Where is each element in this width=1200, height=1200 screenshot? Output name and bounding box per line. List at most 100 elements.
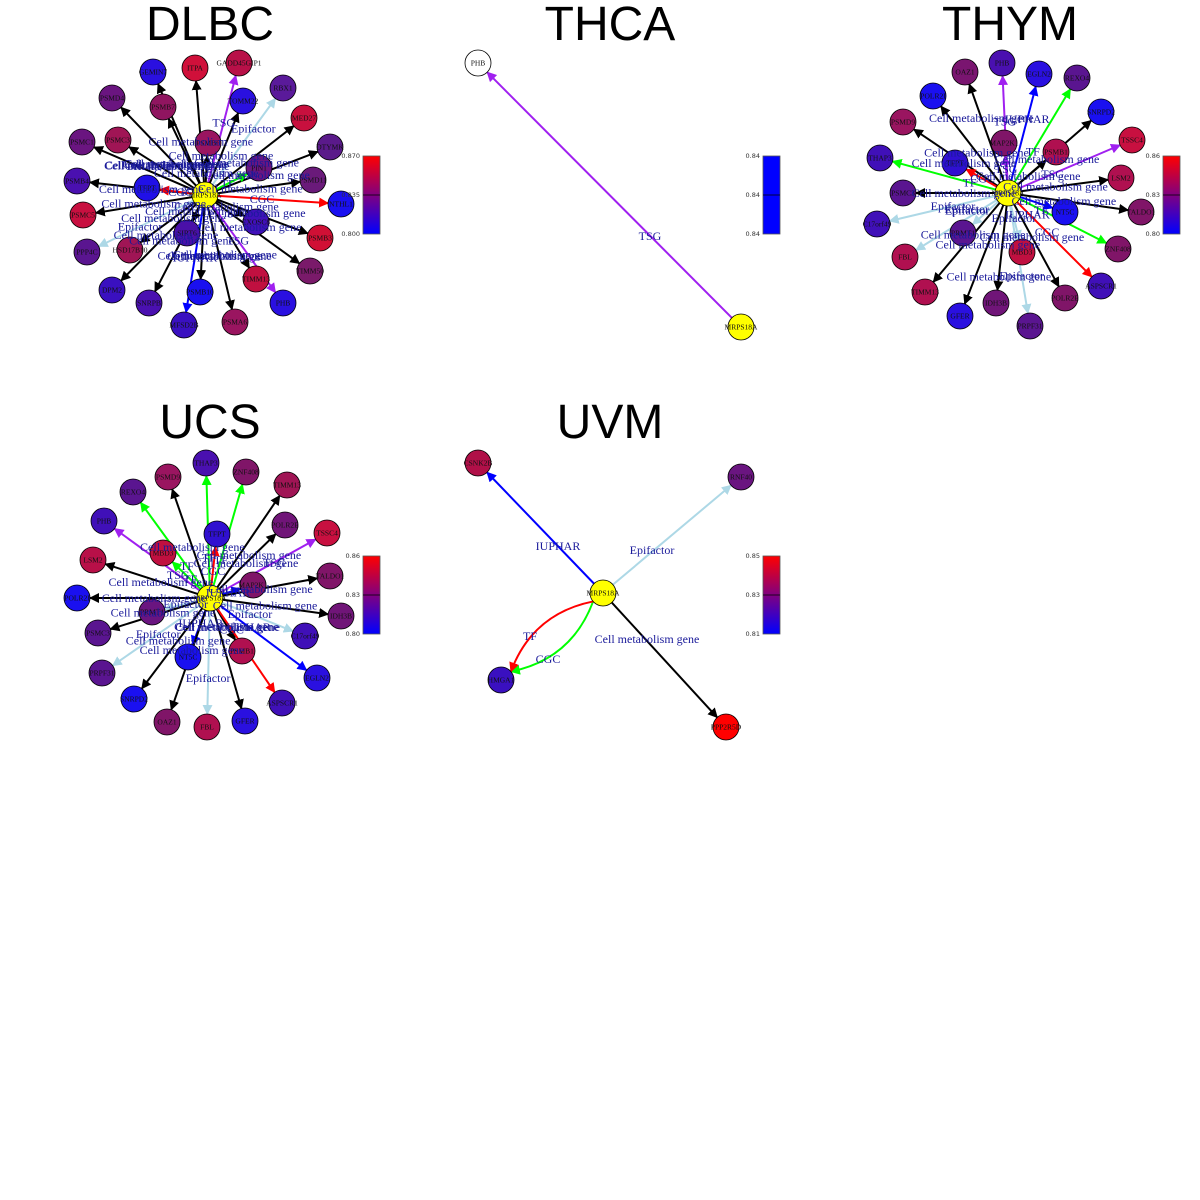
node-rnf40[interactable]: RNF40	[727, 463, 755, 491]
node-c17orf49[interactable]: C17orf49	[291, 622, 320, 650]
node-psmb1[interactable]: PSMB1	[1042, 138, 1070, 166]
node-tfpt[interactable]: TFPT	[203, 520, 231, 548]
node-polr2i[interactable]: POLR2I	[63, 584, 91, 612]
node-psma6[interactable]: PSMA6	[221, 308, 249, 336]
node-tomm22[interactable]: TOMM22	[228, 87, 259, 115]
node-itpa[interactable]: ITPA	[181, 54, 209, 82]
node-psmd4[interactable]: PSMD4	[98, 84, 126, 112]
node-gadd45gip1[interactable]: GADD45GIP1	[217, 49, 262, 77]
node-label: PSMB6	[196, 139, 220, 148]
node-circle	[727, 463, 755, 491]
node-gemin7[interactable]: GEMIN7	[139, 58, 168, 86]
node-psmc5[interactable]: PSMC5	[69, 201, 97, 229]
node-dpm2[interactable]: DPM2	[98, 276, 126, 304]
node-snrpb[interactable]: SNRPB	[135, 289, 163, 317]
center-node[interactable]: MRPS18A	[992, 179, 1026, 207]
node-gfer[interactable]: GFER	[231, 707, 259, 735]
node-psmd9[interactable]: PSMD9	[889, 108, 917, 136]
node-thap3[interactable]: THAP3	[192, 449, 220, 477]
node-timm13[interactable]: TIMM13	[911, 278, 939, 306]
node-prpf31[interactable]: PRPF31	[88, 659, 116, 687]
node-phb[interactable]: PHB	[464, 49, 492, 77]
node-prmt1[interactable]: PRMT1	[138, 598, 166, 626]
node-psmb1[interactable]: PSMB1	[228, 637, 256, 665]
center-node[interactable]: MRPS18A	[587, 579, 621, 607]
node-psmc3[interactable]: PSMC3	[889, 179, 917, 207]
node-nt5c[interactable]: NT5C	[174, 643, 202, 671]
node-lsm2[interactable]: LSM2	[1107, 164, 1135, 192]
node-taldo1[interactable]: TALDO1	[316, 562, 345, 590]
node-timm13[interactable]: TIMM13	[242, 265, 270, 293]
node-znf408[interactable]: ZNF408	[232, 458, 260, 486]
node-snrpd2[interactable]: SNRPD2	[120, 685, 148, 713]
node-phb[interactable]: PHB	[988, 49, 1016, 77]
node-mbd3[interactable]: MBD3	[1008, 238, 1036, 266]
node-oaz1[interactable]: OAZ1	[153, 708, 181, 736]
node-mfsd2b[interactable]: MFSD2B	[169, 311, 199, 339]
node-tfpt[interactable]: TFPT	[941, 149, 969, 177]
node-label: C17orf49	[863, 220, 892, 229]
node-mbd3[interactable]: MBD3	[149, 539, 177, 567]
center-node[interactable]: MRPS18A	[194, 584, 228, 612]
node-phb[interactable]: PHB	[269, 289, 297, 317]
node-psmd9[interactable]: PSMD9	[154, 463, 182, 491]
node-nthl1[interactable]: NTHL1	[327, 190, 355, 218]
node-psmb4[interactable]: PSMB4	[63, 167, 91, 195]
node-polr2i[interactable]: POLR2I	[919, 82, 947, 110]
node-csnk2b[interactable]: CSNK2B	[464, 449, 493, 477]
node-rexo4[interactable]: REXO4	[119, 478, 147, 506]
node-rexo4[interactable]: REXO4	[1063, 64, 1091, 92]
center-node[interactable]: MRPS18A	[189, 181, 223, 209]
node-timm50[interactable]: TIMM50	[296, 257, 324, 285]
node-rbx1[interactable]: RBX1	[269, 74, 297, 102]
node-idh3b[interactable]: IDH3B	[982, 289, 1010, 317]
node-taldo1[interactable]: TALDO1	[1127, 198, 1156, 226]
node-fbl[interactable]: FBL	[193, 713, 221, 741]
node-aspscr1[interactable]: ASPSCR1	[1085, 272, 1117, 300]
node-thap3[interactable]: THAP3	[866, 144, 894, 172]
node-map2k1[interactable]: MAP2K1	[989, 129, 1019, 157]
node-snrpd2[interactable]: SNRPD2	[1087, 98, 1115, 126]
node-phb[interactable]: PHB	[90, 507, 118, 535]
node-psmb6[interactable]: PSMB6	[194, 129, 222, 157]
node-psmc1[interactable]: PSMC1	[68, 128, 96, 156]
node-timm13[interactable]: TIMM13	[273, 471, 301, 499]
node-exosc8[interactable]: EXOSC8	[242, 208, 271, 236]
node-prpf31[interactable]: PRPF31	[1016, 312, 1044, 340]
node-hsd17b10[interactable]: HSD17B10	[112, 236, 148, 264]
node-ppp2r5d[interactable]: PPP2R5D	[711, 713, 742, 741]
node-med27[interactable]: MED27	[290, 104, 318, 132]
node-nt5c[interactable]: NT5C	[1051, 198, 1079, 226]
node-ppp4c[interactable]: PPP4C	[73, 238, 101, 266]
node-tssc4[interactable]: TSSC4	[313, 519, 341, 547]
edge-timm13	[216, 494, 281, 588]
node-sirt6[interactable]: SIRT6	[173, 219, 201, 247]
node-egln2[interactable]: EGLN2	[303, 664, 331, 692]
node-psmc3[interactable]: PSMC3	[104, 126, 132, 154]
node-circle	[316, 562, 344, 590]
node-tssc4[interactable]: TSSC4	[1118, 126, 1146, 154]
node-dtymk[interactable]: DTYMK	[316, 133, 344, 161]
node-psmd11[interactable]: PSMD11	[299, 166, 327, 194]
node-hmga1[interactable]: HMGA1	[487, 666, 515, 694]
node-znf408[interactable]: ZNF408	[1104, 235, 1132, 263]
node-fbl[interactable]: FBL	[891, 243, 919, 271]
node-idh3b[interactable]: IDH3B	[327, 602, 355, 630]
node-gfer[interactable]: GFER	[946, 302, 974, 330]
node-polr2e[interactable]: POLR2E	[271, 511, 299, 539]
node-psmb10[interactable]: PSMB10	[186, 278, 214, 306]
node-polr2e[interactable]: POLR2E	[1051, 284, 1079, 312]
node-psmc3[interactable]: PSMC3	[84, 619, 112, 647]
node-psmb3[interactable]: PSMB3	[306, 224, 334, 252]
center-node[interactable]: MRPS18A	[725, 313, 759, 341]
node-prmt1[interactable]: PRMT1	[949, 219, 977, 247]
node-oaz1[interactable]: OAZ1	[951, 58, 979, 86]
node-psmb7[interactable]: PSMB7	[149, 93, 177, 121]
node-egln2[interactable]: EGLN2	[1025, 60, 1053, 88]
node-c17orf49[interactable]: C17orf49	[863, 210, 892, 238]
node-tfpt[interactable]: TFPT	[133, 174, 161, 202]
node-lsm2[interactable]: LSM2	[79, 546, 107, 574]
node-aspscr1[interactable]: ASPSCR1	[266, 689, 298, 717]
node-map2k1[interactable]: MAP2K1	[238, 571, 268, 599]
node-pin1[interactable]: PIN1	[245, 154, 273, 182]
